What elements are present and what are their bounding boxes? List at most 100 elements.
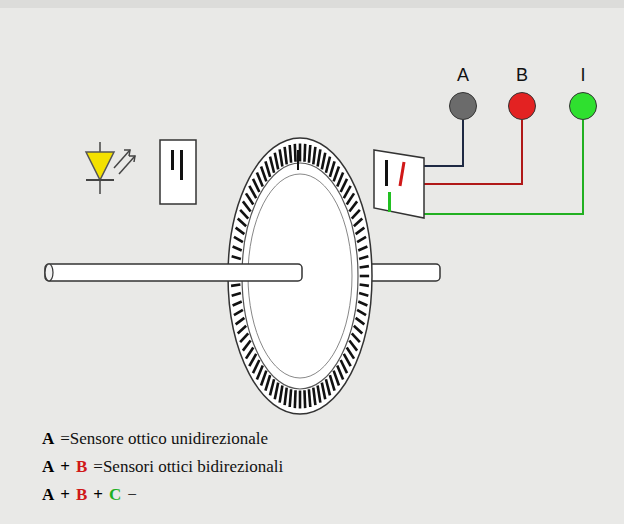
- disk-slot: [360, 285, 369, 286]
- disk-slot: [253, 179, 259, 192]
- disk-slot: [234, 310, 243, 315]
- terminal-node: B: [505, 64, 539, 120]
- disk-slot: [360, 275, 369, 278]
- disk-slot: [265, 161, 270, 177]
- top-band: [0, 0, 624, 8]
- disk-slot: [246, 347, 253, 358]
- disk-slot: [299, 391, 302, 409]
- disk-slot: [309, 145, 310, 163]
- terminal-node: A: [446, 64, 480, 120]
- wire: [424, 120, 522, 184]
- signal-name: B: [505, 64, 539, 86]
- caption-text: A: [42, 428, 54, 450]
- disk-slot: [232, 293, 241, 296]
- disk-slot: [299, 144, 302, 162]
- caption-text: A: [42, 456, 54, 478]
- disk-slot: [326, 379, 330, 395]
- terminal-circle: [449, 92, 477, 120]
- disk-slot: [334, 167, 339, 182]
- disk-slot: [265, 375, 270, 391]
- disk-slot: [243, 341, 251, 351]
- disk-slot: [290, 145, 291, 163]
- disk-slot: [347, 193, 354, 204]
- disk-slot: [341, 360, 347, 373]
- disk-slot: [313, 388, 315, 405]
- disk-slot: [349, 201, 357, 211]
- caption-text: +: [60, 456, 70, 478]
- caption-text: B: [76, 456, 87, 478]
- caption-text: −: [127, 484, 137, 506]
- disk-slot: [358, 247, 367, 251]
- caption-text: B: [76, 484, 87, 506]
- disk-slot: [318, 385, 321, 402]
- wire: [424, 120, 583, 214]
- disk-slot: [232, 256, 241, 259]
- disk-slot: [240, 210, 248, 219]
- disk-slot: [359, 293, 368, 296]
- disk-slot: [356, 228, 365, 235]
- disk-slot: [257, 366, 263, 380]
- disk-slot: [354, 326, 362, 334]
- signal-name: I: [566, 64, 600, 86]
- disk-slot: [309, 389, 310, 407]
- disk-slot: [358, 301, 367, 305]
- caption-text: +: [60, 484, 70, 506]
- disk-slot: [294, 390, 297, 408]
- disk-slot: [330, 161, 335, 177]
- disk-slot: [290, 389, 291, 407]
- disk-slot: [249, 354, 256, 366]
- disk-slot: [354, 219, 362, 227]
- disk-slot: [280, 385, 283, 402]
- caption-text: =Sensori ottici bidirezionali: [93, 456, 283, 478]
- disk-slot: [341, 179, 347, 192]
- disk-slot: [318, 149, 321, 166]
- disk-slot: [261, 167, 266, 182]
- disk-slot: [352, 333, 360, 342]
- disk-slot: [236, 228, 245, 235]
- disk-slot: [234, 237, 243, 242]
- disk-slot: [240, 333, 248, 342]
- disk-slot: [356, 318, 365, 325]
- disk-slot: [270, 157, 274, 173]
- disk-slot: [294, 144, 297, 162]
- disk-slot: [330, 375, 335, 391]
- disk-slot: [236, 318, 245, 325]
- disk-slot: [270, 379, 274, 395]
- disk-slot: [231, 285, 240, 286]
- disk-slot: [249, 186, 256, 198]
- terminal-circle: [508, 92, 536, 120]
- terminal-node: I: [566, 64, 600, 120]
- disk-slot: [344, 186, 351, 198]
- disk-slot: [337, 172, 343, 186]
- disk-slot: [238, 219, 246, 227]
- disk-slot: [233, 247, 242, 251]
- disk-slot: [322, 383, 325, 400]
- disk-slot: [347, 347, 354, 358]
- disk-slot: [303, 144, 306, 162]
- legend-line: A + B =Sensori ottici bidirezionali: [42, 456, 283, 478]
- signal-name: A: [446, 64, 480, 86]
- disk-slot: [360, 266, 369, 267]
- disk-slot: [275, 383, 278, 400]
- caption-text: A: [42, 484, 54, 506]
- disk-slot: [246, 193, 253, 204]
- disk-slot: [280, 149, 283, 166]
- disk-slot: [303, 390, 306, 408]
- wire: [424, 120, 463, 166]
- legend-line: A =Sensore ottico unidirezionale: [42, 428, 268, 450]
- terminal-circle: [569, 92, 597, 120]
- disk-slot: [352, 210, 360, 219]
- caption-text: =Sensore ottico unidirezionale: [60, 428, 268, 450]
- disk-slot: [253, 360, 259, 373]
- disk-slot: [349, 341, 357, 351]
- disk-slot: [238, 326, 246, 334]
- disk-slot: [243, 201, 251, 211]
- disk-slot: [357, 310, 366, 315]
- sensor-plate: [374, 150, 424, 218]
- disk-slot: [322, 153, 325, 170]
- mask-plate: [160, 140, 196, 204]
- disk-slot: [326, 157, 330, 173]
- caption-text: +: [93, 484, 103, 506]
- disk-slot: [313, 147, 315, 164]
